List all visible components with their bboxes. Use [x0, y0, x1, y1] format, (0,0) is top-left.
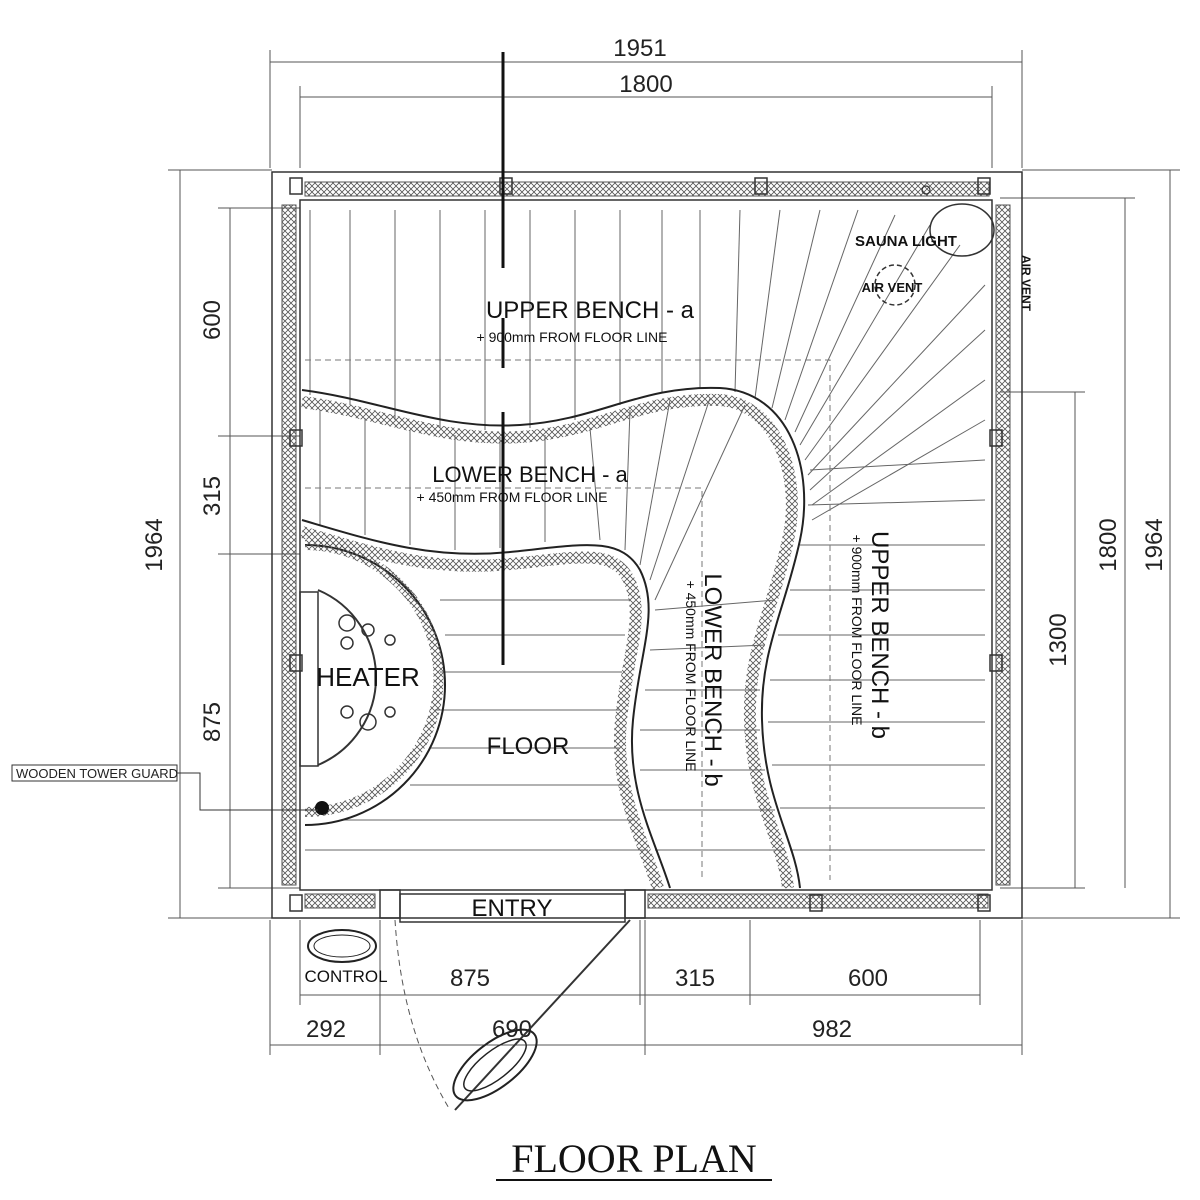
right-dimensions: 1300 1800 1964 [1000, 169, 1180, 919]
bottom-dimensions: 875 315 600 292 690 982 [269, 920, 1023, 1055]
dim-bottom-315: 315 [675, 965, 715, 992]
floor-label: FLOOR [487, 733, 570, 760]
air-vent-label: AIR VENT [862, 280, 923, 295]
heater [299, 540, 446, 826]
upper-bench-b-label: UPPER BENCH - b [866, 531, 893, 739]
lower-bench-b-note: + 450mm FROM FLOOR LINE [683, 581, 699, 772]
top-dimensions: 1951 1800 [269, 35, 1023, 168]
sauna-light-label: SAUNA LIGHT [855, 233, 957, 250]
dim-bottom-600: 600 [848, 965, 888, 992]
lower-bench-a-note: + 450mm FROM FLOOR LINE [417, 489, 608, 505]
dim-left-875: 875 [199, 702, 226, 742]
dim-top-inner: 1800 [619, 71, 672, 98]
upper-bench-a-slats [309, 209, 986, 521]
lower-bench-b-slats [640, 599, 785, 851]
door-swing [394, 919, 631, 1111]
dim-right-1800: 1800 [1095, 518, 1122, 571]
upper-bench-b-slats [768, 459, 986, 851]
entry-label: ENTRY [472, 895, 553, 922]
dim-bottom-292: 292 [306, 1016, 346, 1043]
control-panel-icon [307, 929, 377, 963]
air-vent-wall-label: AIR VENT [1019, 255, 1033, 312]
upper-bench-a-label: UPPER BENCH - a [486, 297, 695, 324]
dim-bottom-982: 982 [812, 1016, 852, 1043]
upper-bench-b-note: + 900mm FROM FLOOR LINE [849, 535, 865, 726]
wooden-tower-guard-label: WOODEN TOWER GUARD [16, 766, 178, 781]
left-dimensions: 1964 600 315 875 [141, 169, 300, 919]
dim-right-1300: 1300 [1045, 613, 1072, 666]
lower-bench-b-label: LOWER BENCH - b [699, 573, 726, 786]
upper-bench-edge [301, 386, 806, 889]
control-label: CONTROL [304, 967, 387, 986]
lower-bench-a-label: LOWER BENCH - a [432, 462, 628, 487]
floor-slats [305, 599, 648, 851]
lower-bench-edge [301, 519, 671, 889]
dim-right-1964: 1964 [1141, 518, 1168, 571]
dim-bottom-875: 875 [450, 965, 490, 992]
page-title: FLOOR PLAN [511, 1136, 757, 1181]
dim-left-600: 600 [199, 300, 226, 340]
sauna-light-icon [929, 203, 995, 257]
upper-bench-a-note: + 900mm FROM FLOOR LINE [477, 329, 668, 345]
heater-label: HEATER [316, 662, 420, 692]
walls [271, 171, 1023, 923]
air-vent-icon [874, 264, 916, 306]
dim-left-overall: 1964 [141, 518, 168, 571]
dim-left-315: 315 [199, 476, 226, 516]
dim-top-overall: 1951 [613, 35, 666, 62]
